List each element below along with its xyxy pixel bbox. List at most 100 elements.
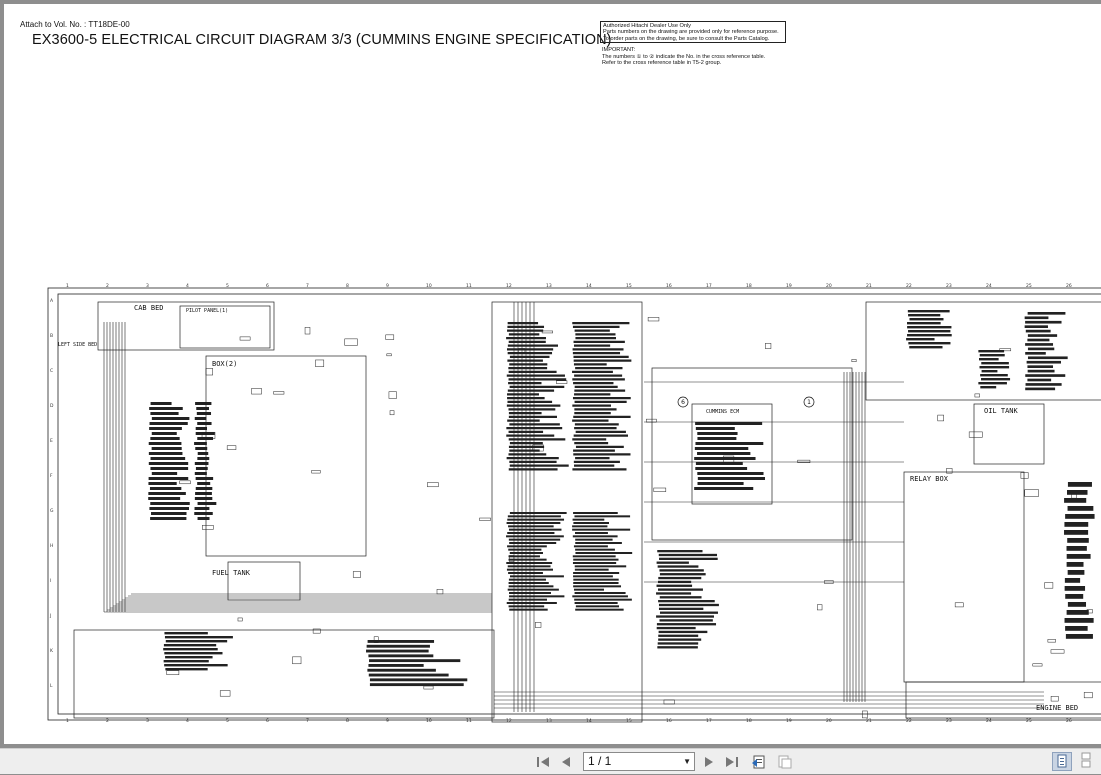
viewer-toolbar: 1 / 1 ▼ xyxy=(0,748,1101,774)
terminal-label xyxy=(1064,498,1087,503)
terminal-label xyxy=(572,404,611,407)
terminal-label xyxy=(573,359,632,362)
terminal-label xyxy=(1065,626,1088,631)
terminal-label xyxy=(148,452,183,455)
last-page-icon[interactable] xyxy=(724,754,740,770)
row-letter: J xyxy=(49,613,51,619)
terminal-label xyxy=(657,588,703,591)
terminal-label xyxy=(509,464,569,467)
page-number-select[interactable]: 1 / 1 ▼ xyxy=(583,752,695,771)
terminal-label xyxy=(509,449,540,452)
terminal-label xyxy=(1027,334,1058,337)
terminal-label xyxy=(695,422,763,425)
terminal-label xyxy=(659,611,718,614)
terminal-label xyxy=(509,592,551,594)
terminal-label xyxy=(197,452,209,455)
terminal-label xyxy=(573,572,620,574)
pdf-page: Attach to Vol. No. : TT18DE-00 EX3600-5 … xyxy=(4,4,1101,744)
continuous-view-icon[interactable] xyxy=(1077,752,1097,771)
notice-line: Parts numbers on the drawing are provide… xyxy=(603,29,779,36)
column-number: 24 xyxy=(986,283,992,289)
column-number: 23 xyxy=(946,283,952,289)
terminal-label xyxy=(508,445,545,448)
terminal-label xyxy=(658,600,715,603)
component-symbol xyxy=(974,393,980,398)
page-indicator: 1 / 1 xyxy=(588,754,612,768)
terminal-label xyxy=(657,642,699,645)
terminal-label xyxy=(194,512,213,515)
go-back-icon[interactable] xyxy=(751,754,767,770)
terminal-label xyxy=(150,517,187,520)
terminal-label xyxy=(906,338,935,341)
column-number-row: 1122334455667788991010111112121313141415… xyxy=(66,283,1072,724)
terminal-label xyxy=(659,596,702,599)
single-page-view-icon[interactable] xyxy=(1052,752,1072,771)
terminal-label xyxy=(694,457,756,460)
terminal-label xyxy=(697,432,738,435)
next-page-icon[interactable] xyxy=(701,754,717,770)
terminal-label xyxy=(507,400,553,403)
document-viewport[interactable]: Attach to Vol. No. : TT18DE-00 EX3600-5 … xyxy=(0,0,1101,748)
component-symbol xyxy=(1086,609,1093,614)
terminal-label xyxy=(658,553,718,557)
column-number: 6 xyxy=(266,283,269,289)
cross-ref-6-marker xyxy=(677,396,689,408)
terminal-label xyxy=(508,415,557,418)
terminal-label xyxy=(366,644,430,648)
first-page-icon[interactable] xyxy=(535,754,551,770)
terminal-label xyxy=(658,607,704,610)
terminal-label xyxy=(164,632,208,635)
terminal-label xyxy=(163,644,217,647)
component-symbol xyxy=(304,327,311,335)
terminal-label xyxy=(195,427,208,430)
center-harness-region xyxy=(491,301,643,723)
terminal-label xyxy=(194,497,213,500)
component-symbol xyxy=(388,391,397,399)
terminal-label xyxy=(507,389,555,392)
terminal-label xyxy=(197,457,210,460)
terminal-label xyxy=(980,374,1008,377)
column-number: 7 xyxy=(306,283,309,289)
terminal-label xyxy=(697,477,766,480)
component-symbol xyxy=(851,359,857,362)
terminal-label xyxy=(508,370,557,373)
terminal-label xyxy=(1064,586,1086,591)
terminal-label xyxy=(507,588,559,591)
terminal-label xyxy=(695,467,748,470)
lower-left-region xyxy=(73,629,495,719)
terminal-label xyxy=(908,342,951,345)
terminal-label xyxy=(508,548,542,551)
terminal-label xyxy=(575,532,608,534)
terminal-label xyxy=(575,605,620,608)
component-symbol xyxy=(647,317,660,322)
box2-label: BOX(2) xyxy=(212,360,237,368)
column-number: 11 xyxy=(466,718,472,724)
terminal-label xyxy=(507,518,565,521)
go-forward-icon[interactable] xyxy=(777,754,793,770)
component-symbol xyxy=(817,604,823,611)
terminal-label xyxy=(573,512,618,514)
terminal-label xyxy=(368,664,424,667)
terminal-label xyxy=(509,385,565,388)
terminal-label xyxy=(148,477,189,480)
engine-bed-label: ENGINE BED xyxy=(1036,704,1078,712)
terminal-label xyxy=(574,374,623,377)
terminal-label xyxy=(574,412,611,415)
terminal-label xyxy=(573,582,619,584)
component-symbol xyxy=(1071,494,1077,499)
terminal-label xyxy=(1025,343,1054,346)
component-symbol xyxy=(315,359,325,367)
component-symbol xyxy=(202,525,214,530)
terminal-label xyxy=(572,595,628,598)
terminal-label xyxy=(573,545,608,548)
terminal-label xyxy=(149,427,182,430)
previous-page-icon[interactable] xyxy=(558,754,574,770)
box2-region xyxy=(205,355,367,557)
column-number: 25 xyxy=(1026,718,1032,724)
component-symbol xyxy=(509,555,515,562)
terminal-label xyxy=(694,447,749,450)
column-number: 13 xyxy=(546,283,552,289)
terminal-label xyxy=(573,449,615,452)
terminal-label xyxy=(195,487,213,490)
